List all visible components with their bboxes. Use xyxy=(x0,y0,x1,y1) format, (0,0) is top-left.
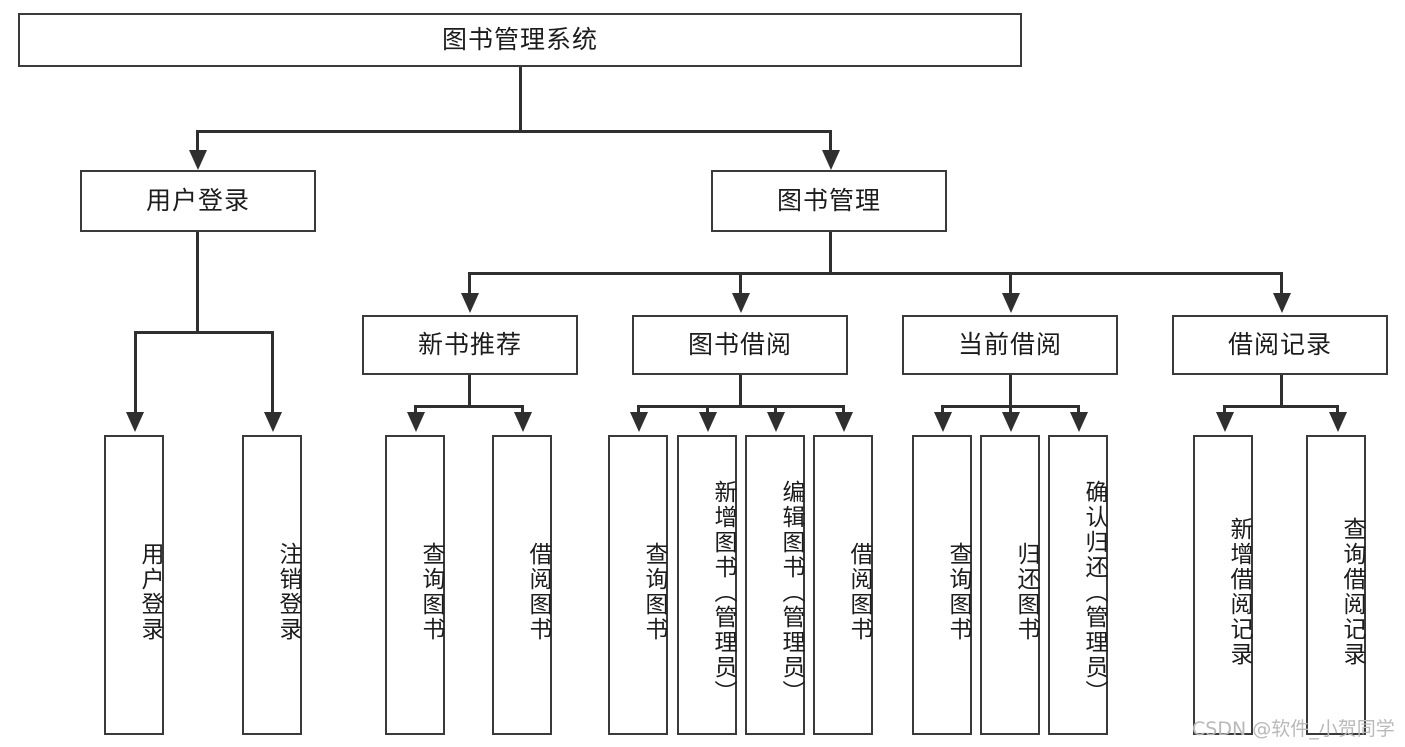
edge-root-stem xyxy=(519,67,522,132)
edge-new-book-rec-bus xyxy=(414,405,524,408)
edge-borrow-record-stem xyxy=(1280,375,1283,407)
edge-book-manage-drop-2 xyxy=(739,272,742,296)
arrow-root-to-book-manage xyxy=(822,150,840,170)
leaf-query-book-2[interactable]: 查询图书 xyxy=(608,435,668,735)
edge-borrow-record-drop-1 xyxy=(1223,405,1226,417)
node-borrow-record-label: 借阅记录 xyxy=(1227,330,1332,360)
leaf-query-book-3-label: 查询图书 xyxy=(945,542,971,642)
leaf-query-record-label: 查询借阅记录 xyxy=(1339,517,1365,667)
leaf-user-logout-label: 注销登录 xyxy=(275,542,301,642)
arrow-book-borrow-leaf-3 xyxy=(767,412,785,432)
edge-book-borrow-drop-2 xyxy=(706,405,709,417)
leaf-confirm-return-label: 确认归还（管理员） xyxy=(1081,479,1107,705)
edge-book-borrow-drop-3 xyxy=(774,405,777,417)
arrow-user-login-leaf-2 xyxy=(264,412,282,432)
leaf-return-book[interactable]: 归还图书 xyxy=(980,435,1040,735)
leaf-edit-book[interactable]: 编辑图书（管理员） xyxy=(745,435,805,735)
leaf-confirm-return[interactable]: 确认归还（管理员） xyxy=(1048,435,1108,735)
node-current-borrow-label: 当前借阅 xyxy=(957,330,1062,360)
leaf-user-login-label: 用户登录 xyxy=(137,542,163,642)
arrow-root-to-user-login xyxy=(189,150,207,170)
leaf-borrow-book-2-label: 借阅图书 xyxy=(846,542,872,642)
edge-book-manage-drop-1 xyxy=(468,272,471,296)
edge-current-borrow-stem xyxy=(1009,375,1012,407)
edge-user-login-stem xyxy=(196,232,199,333)
arrow-current-borrow-leaf-3 xyxy=(1070,412,1088,432)
node-root[interactable]: 图书管理系统 xyxy=(18,13,1022,67)
leaf-query-book-1-label: 查询图书 xyxy=(418,542,444,642)
edge-new-book-rec-drop-2 xyxy=(521,405,524,417)
leaf-add-book[interactable]: 新增图书（管理员） xyxy=(677,435,737,735)
leaf-query-record[interactable]: 查询借阅记录 xyxy=(1306,435,1366,735)
node-user-login-label: 用户登录 xyxy=(145,186,250,216)
arrow-book-manage-to-new-book-rec xyxy=(461,293,479,313)
leaf-query-book-3[interactable]: 查询图书 xyxy=(912,435,972,735)
edge-current-borrow-drop-3 xyxy=(1077,405,1080,417)
edge-root-bus xyxy=(196,130,832,133)
csdn-watermark: CSDN @软件_小贺同学 xyxy=(1192,718,1395,740)
edge-book-borrow-bus xyxy=(637,405,845,408)
leaf-borrow-book-1-label: 借阅图书 xyxy=(525,542,551,642)
arrow-user-login-leaf-1 xyxy=(126,412,144,432)
leaf-return-book-label: 归还图书 xyxy=(1013,542,1039,642)
edge-root-to-user-login xyxy=(196,130,199,158)
arrow-current-borrow-leaf-1 xyxy=(934,412,952,432)
edge-user-login-bus xyxy=(134,331,274,334)
leaf-user-logout[interactable]: 注销登录 xyxy=(242,435,302,735)
arrow-book-manage-to-book-borrow xyxy=(732,293,750,313)
arrow-book-borrow-leaf-2 xyxy=(699,412,717,432)
edge-user-login-drop-2 xyxy=(271,331,274,416)
arrow-book-borrow-leaf-4 xyxy=(835,412,853,432)
leaf-query-book-1[interactable]: 查询图书 xyxy=(385,435,445,735)
edge-borrow-record-drop-2 xyxy=(1336,405,1339,417)
node-book-manage-label: 图书管理 xyxy=(776,186,881,216)
node-borrow-record[interactable]: 借阅记录 xyxy=(1172,315,1388,375)
leaf-query-book-2-label: 查询图书 xyxy=(641,542,667,642)
arrow-current-borrow-leaf-2 xyxy=(1002,412,1020,432)
edge-new-book-rec-stem xyxy=(468,375,471,407)
edge-book-manage-stem xyxy=(829,232,832,274)
edge-book-manage-bus xyxy=(468,272,1280,275)
node-book-borrow-label: 图书借阅 xyxy=(687,330,792,360)
leaf-user-login[interactable]: 用户登录 xyxy=(104,435,164,735)
leaf-borrow-book-2[interactable]: 借阅图书 xyxy=(813,435,873,735)
arrow-book-manage-to-borrow-record xyxy=(1273,293,1291,313)
node-book-borrow[interactable]: 图书借阅 xyxy=(632,315,848,375)
edge-book-manage-drop-4 xyxy=(1280,272,1283,296)
edge-root-to-book-manage xyxy=(829,130,832,158)
edge-book-borrow-drop-1 xyxy=(637,405,640,417)
edge-new-book-rec-drop-1 xyxy=(414,405,417,417)
arrow-borrow-record-leaf-1 xyxy=(1216,412,1234,432)
leaf-borrow-book-1[interactable]: 借阅图书 xyxy=(492,435,552,735)
leaf-add-record[interactable]: 新增借阅记录 xyxy=(1193,435,1253,735)
node-root-label: 图书管理系统 xyxy=(441,25,598,55)
edge-user-login-drop-1 xyxy=(134,331,137,416)
edge-current-borrow-drop-2 xyxy=(1009,405,1012,417)
arrow-new-book-rec-leaf-2 xyxy=(514,412,532,432)
node-new-book-rec-label: 新书推荐 xyxy=(417,330,522,360)
arrow-book-manage-to-current-borrow xyxy=(1002,293,1020,313)
edge-book-manage-drop-3 xyxy=(1009,272,1012,296)
node-new-book-rec[interactable]: 新书推荐 xyxy=(362,315,578,375)
leaf-add-book-label: 新增图书（管理员） xyxy=(710,479,736,705)
edge-borrow-record-bus xyxy=(1223,405,1339,408)
edge-book-borrow-drop-4 xyxy=(842,405,845,417)
arrow-new-book-rec-leaf-1 xyxy=(407,412,425,432)
edge-current-borrow-drop-1 xyxy=(941,405,944,417)
arrow-borrow-record-leaf-2 xyxy=(1329,412,1347,432)
node-book-manage[interactable]: 图书管理 xyxy=(711,170,947,232)
leaf-edit-book-label: 编辑图书（管理员） xyxy=(778,479,804,705)
node-current-borrow[interactable]: 当前借阅 xyxy=(902,315,1118,375)
edge-book-borrow-stem xyxy=(739,375,742,407)
node-user-login[interactable]: 用户登录 xyxy=(80,170,316,232)
arrow-book-borrow-leaf-1 xyxy=(630,412,648,432)
leaf-add-record-label: 新增借阅记录 xyxy=(1226,517,1252,667)
